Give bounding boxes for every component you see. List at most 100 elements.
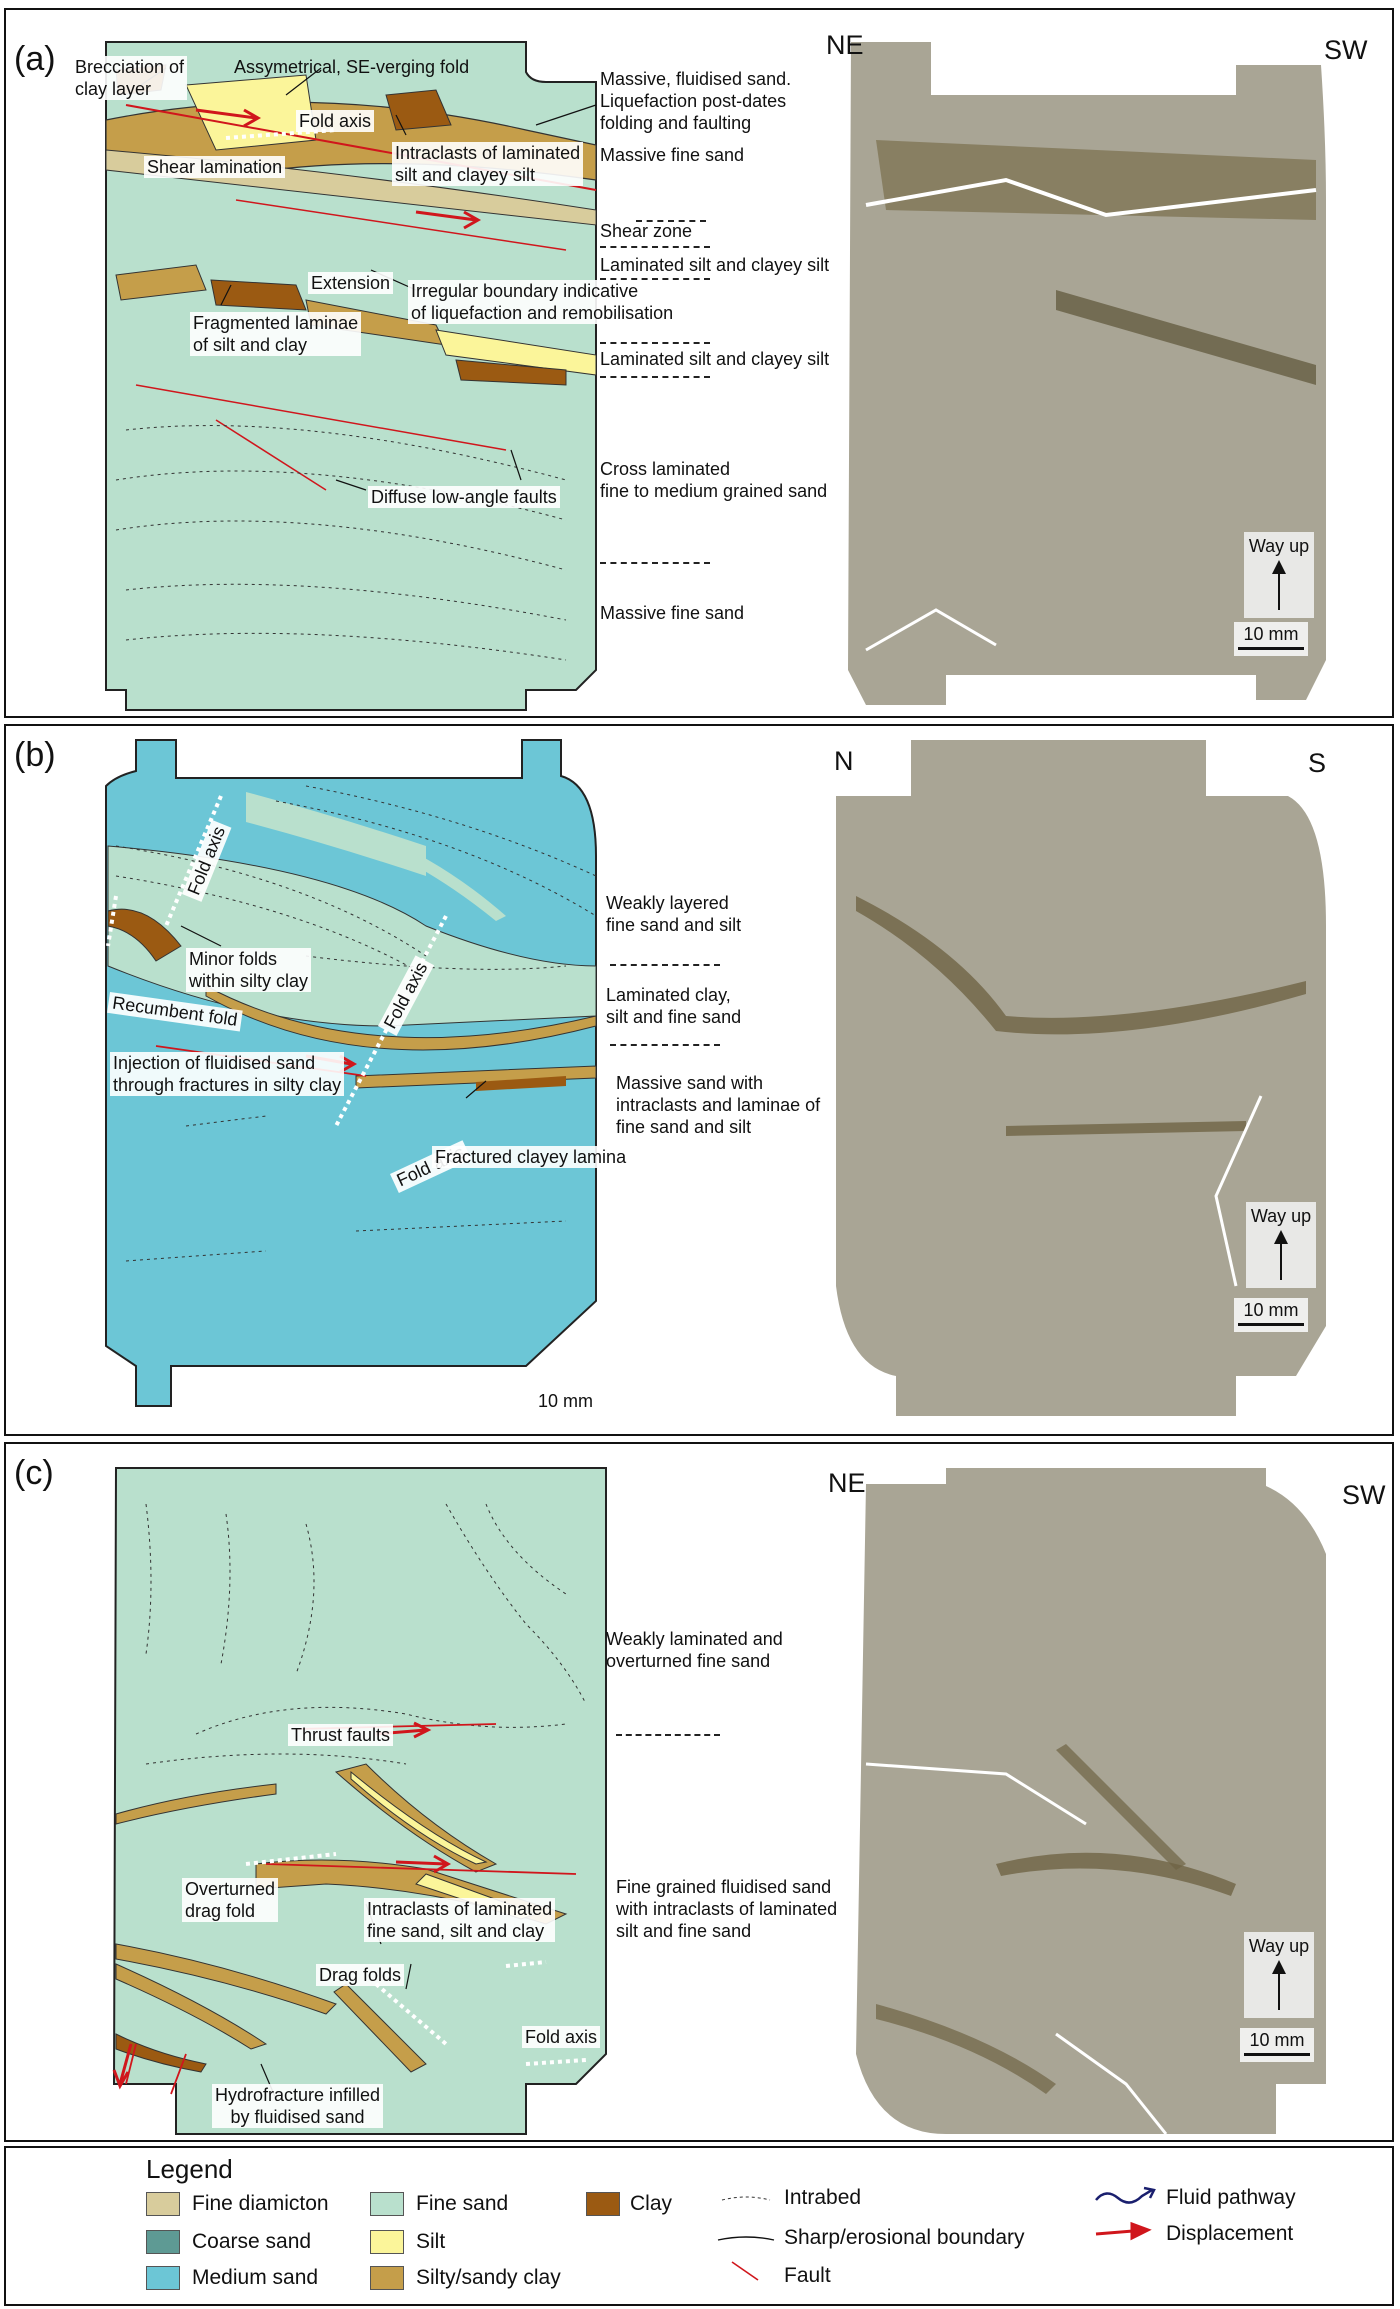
label-weakly-laminated: Weakly laminated and overturned fine san…	[606, 1629, 783, 1671]
photo-dark-band	[856, 896, 1306, 1035]
legend-label-fault: Fault	[784, 2264, 831, 2287]
layer-fine-sand	[246, 792, 426, 876]
intrabed	[220, 1513, 231, 1665]
way-up-indicator: Way up	[1244, 1932, 1314, 2018]
label-irregular: Irregular boundary indicative of liquefa…	[408, 280, 677, 324]
boundary-dash	[610, 964, 720, 966]
label-fine-grained: Fine grained fluidised sand with intracl…	[616, 1877, 838, 1941]
label-massive-fluidised: Massive, fluidised sand. Liquefaction po…	[600, 69, 792, 133]
displacement-arrow	[395, 1854, 452, 1874]
scale-bar: 10 mm	[1234, 622, 1308, 656]
intrabed	[195, 1706, 567, 1735]
boundary-dash	[610, 1044, 720, 1046]
panel-b: (b) N S Fold axis Fold axis Fold axis We…	[4, 724, 1394, 1436]
fault	[125, 2043, 137, 2085]
legend-swatch-coarse-sand	[146, 2230, 180, 2254]
direction-right: SW	[1324, 35, 1368, 65]
boundary-dash	[600, 246, 710, 248]
label-intraclasts: Intraclasts of laminated silt and clayey…	[392, 142, 584, 186]
way-up-indicator: Way up	[1246, 1202, 1316, 1288]
panel-c: (c)	[4, 1442, 1394, 2142]
intrabed	[445, 1503, 587, 1705]
sketch-c	[112, 1467, 1326, 2135]
legend-swatch-clay	[586, 2192, 620, 2216]
displacement-icon	[1095, 2221, 1152, 2241]
legend-swatch-silty-clay	[370, 2266, 404, 2290]
label-weakly-layered: Weakly layered fine sand and silt	[606, 893, 742, 935]
label-fold-axis: Fold axis	[522, 2026, 601, 2048]
label-brecciation: Brecciation of clay layer	[72, 56, 188, 100]
photo-dark-band	[1056, 290, 1316, 385]
photo-crack	[865, 1762, 1087, 1826]
label-fold-axis: Fold axis	[296, 110, 375, 132]
photo-dark-band	[1056, 1744, 1186, 1870]
photo-dark-band	[876, 2004, 1056, 2094]
intrabed	[275, 800, 597, 917]
displacement-arrow	[112, 2043, 133, 2090]
label-diffuse: Diffuse low-angle faults	[368, 486, 560, 508]
layer-silty-clay	[115, 1963, 268, 2050]
panel-label: (b)	[14, 736, 56, 774]
legend-label-clay: Clay	[630, 2192, 673, 2215]
legend-line-symbols	[717, 2186, 1156, 2281]
label-drag-folds: Drag folds	[316, 1964, 405, 1986]
layer-silty-clay	[115, 1783, 277, 1825]
legend-swatch-silt	[370, 2230, 404, 2254]
way-up-indicator: Way up	[1244, 532, 1314, 618]
boundary-dash	[600, 376, 710, 378]
label-shear-lamination: Shear lamination	[144, 156, 286, 178]
photo-thin-section-c	[856, 1468, 1326, 2134]
layer-silty-clay	[205, 985, 597, 1051]
fault	[135, 384, 507, 451]
scale-bar: 10 mm	[1240, 2028, 1314, 2062]
boundary-symbol	[717, 2236, 775, 2241]
intrabed	[125, 425, 567, 481]
displacement-arrow	[415, 210, 482, 230]
legend-label-boundary: Sharp/erosional boundary	[784, 2226, 1025, 2249]
label-extension: Extension	[308, 272, 394, 294]
label-fractured: Fractured clayey lamina	[432, 1146, 630, 1168]
photo-thin-section-b	[836, 740, 1326, 1416]
legend-label-fluid-pathway: Fluid pathway	[1166, 2186, 1296, 2209]
intrabed	[125, 583, 567, 621]
label-laminated-clay: Laminated clay, silt and fine sand	[606, 985, 742, 1027]
label-minor-folds: Minor folds within silty clay	[186, 948, 312, 992]
layer-silt	[350, 1770, 488, 1865]
direction-left: N	[834, 746, 854, 776]
direction-left: NE	[826, 30, 864, 60]
legend-label-coarse-sand: Coarse sand	[192, 2230, 312, 2253]
label-massive-fine-sand-2: Massive fine sand	[600, 603, 745, 623]
legend-label-silt: Silt	[416, 2230, 446, 2253]
panel-label: (a)	[14, 40, 56, 78]
layer-fine-sand	[336, 821, 506, 921]
layer-silty-clay	[115, 1943, 337, 2015]
legend-label-medium-sand: Medium sand	[192, 2266, 319, 2289]
way-up-label: Way up	[1248, 536, 1310, 556]
direction-right: SW	[1342, 1480, 1386, 1510]
fragment	[455, 359, 567, 386]
fold-axis-line	[505, 1960, 547, 1968]
legend-swatch-fine-diamicton	[146, 2192, 180, 2216]
intrabed	[115, 875, 427, 977]
layer-clay	[107, 908, 182, 962]
intrabed-symbol	[721, 2196, 771, 2201]
way-up-label: Way up	[1248, 1936, 1310, 1956]
fault	[265, 1863, 577, 1875]
arrow-up-icon	[1274, 1230, 1288, 1280]
displacement-arrow	[195, 108, 262, 128]
label-massive-sand: Massive sand with intraclasts and lamina…	[616, 1073, 821, 1137]
intrabed	[305, 785, 597, 877]
arrow-up-icon	[1272, 1960, 1286, 2010]
boundary-dash	[636, 220, 706, 222]
label-injection: Injection of fluidised sand through frac…	[110, 1052, 345, 1096]
intrabed	[355, 1220, 567, 1232]
fault	[215, 419, 327, 491]
intrabed	[295, 1523, 315, 1675]
boundary-dash	[600, 562, 710, 564]
intrabed	[115, 845, 427, 957]
fault	[170, 2053, 187, 2095]
legend-label-displacement: Displacement	[1166, 2222, 1294, 2245]
legend-swatch-fine-sand	[370, 2192, 404, 2216]
layer-clay	[476, 1076, 566, 1091]
photo-dark-band	[1006, 1121, 1246, 1136]
